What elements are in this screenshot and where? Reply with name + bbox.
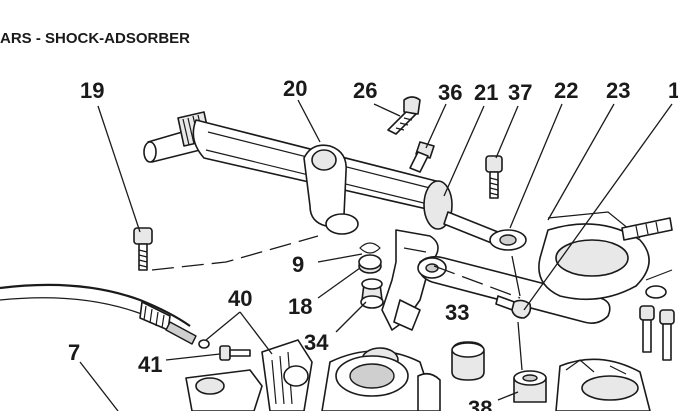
nut-18 <box>358 254 382 274</box>
leader-lines <box>79 99 673 411</box>
spacer-33 <box>451 341 485 381</box>
right-bolts <box>639 269 675 361</box>
callout-22: 22 <box>554 78 578 103</box>
callout-18: 18 <box>288 294 312 319</box>
bracket-23 <box>417 211 673 324</box>
callout-labels: 19 20 26 36 21 37 22 23 1 9 18 34 40 33 … <box>68 76 678 411</box>
bolt-19 <box>133 227 153 271</box>
callout-38: 38 <box>468 396 492 411</box>
bolt-1 <box>495 295 532 319</box>
bolt-36 <box>409 141 435 173</box>
nut-34 <box>360 278 384 309</box>
callout-21: 21 <box>474 80 498 105</box>
callout-26: 26 <box>353 78 377 103</box>
callout-1: 1 <box>668 78 678 103</box>
callout-34: 34 <box>304 330 329 355</box>
throttle-cable <box>0 283 210 349</box>
callout-37: 37 <box>508 80 532 105</box>
callout-23: 23 <box>606 78 630 103</box>
lower-assembly <box>185 339 651 411</box>
callout-9: 9 <box>292 252 304 277</box>
steering-damper <box>143 111 527 251</box>
bolt-37 <box>485 155 503 199</box>
callout-40: 40 <box>228 286 252 311</box>
callout-33: 33 <box>445 300 469 325</box>
washer-9 <box>359 242 381 254</box>
callout-36: 36 <box>438 80 462 105</box>
bushing-38 <box>513 370 547 403</box>
callout-19: 19 <box>80 78 104 103</box>
screw-41 <box>219 345 251 361</box>
callout-41: 41 <box>138 352 162 377</box>
callout-7: 7 <box>68 340 80 365</box>
bolt-26 <box>387 96 421 135</box>
callout-20: 20 <box>283 76 307 101</box>
assembly-lines <box>151 235 521 299</box>
page-title: ARS - SHOCK-ADSORBER <box>0 30 191 47</box>
